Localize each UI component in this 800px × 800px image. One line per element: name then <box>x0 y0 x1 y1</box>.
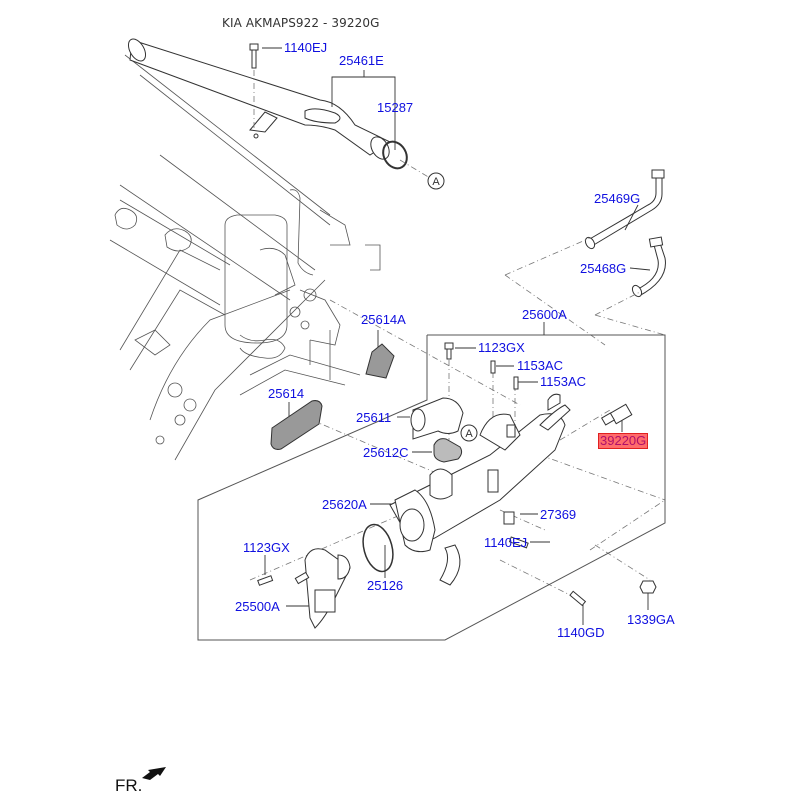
gasket-25614a-illustration <box>365 343 395 379</box>
diagram-title: KIA AKMAPS922 - 39220G <box>222 16 380 30</box>
engine-block-illustration <box>109 54 381 461</box>
part-label-1153ac-1[interactable]: 1153AC <box>517 358 564 373</box>
part-label-39220g-highlighted[interactable]: 39220G <box>598 433 649 449</box>
thermostat-housing-illustration <box>294 548 351 629</box>
assembly-frame <box>197 334 666 641</box>
part-label-1140ej-top[interactable]: 1140EJ <box>284 40 328 55</box>
gasket-25612c-illustration <box>433 438 463 463</box>
part-label-25620a[interactable]: 25620A <box>322 497 367 512</box>
fitting-25611-illustration <box>410 397 464 440</box>
fasteners-illustration <box>257 342 657 607</box>
front-direction-label: FR. <box>115 776 143 795</box>
part-label-25600a[interactable]: 25600A <box>522 307 567 322</box>
part-label-25126[interactable]: 25126 <box>367 578 404 593</box>
part-label-1339ga[interactable]: 1339GA <box>627 612 675 627</box>
label-leaders <box>262 47 651 625</box>
reference-marker-a-top: A <box>427 172 445 190</box>
part-label-25612c[interactable]: 25612C <box>363 445 409 460</box>
o-ring-25126-illustration <box>362 523 394 573</box>
part-label-1153ac-2[interactable]: 1153AC <box>540 374 587 389</box>
sensor-39220g-illustration <box>600 403 633 426</box>
svg-text:A: A <box>432 176 440 188</box>
part-label-25469g[interactable]: 25469G <box>594 191 641 206</box>
part-label-1140gd[interactable]: 1140GD <box>557 625 605 640</box>
part-label-25614a[interactable]: 25614A <box>361 312 406 327</box>
hoses-illustration <box>584 169 666 298</box>
part-label-25611[interactable]: 25611 <box>356 410 392 425</box>
bolt-1140ej-top-illustration <box>249 43 259 69</box>
front-direction-arrow-icon <box>142 767 166 780</box>
part-label-25461e[interactable]: 25461E <box>339 53 384 68</box>
water-inlet-pipe-illustration <box>389 393 571 586</box>
o-ring-15287-illustration <box>382 140 408 170</box>
part-label-15287[interactable]: 15287 <box>377 100 414 115</box>
part-label-1123gx-bottom[interactable]: 1123GX <box>243 540 290 555</box>
part-label-25614[interactable]: 25614 <box>268 386 305 401</box>
svg-text:A: A <box>465 428 473 440</box>
part-label-27369[interactable]: 27369 <box>540 507 577 522</box>
part-label-25468g[interactable]: 25468G <box>580 261 627 276</box>
coolant-pipe-illustration <box>127 38 392 160</box>
part-label-25500a[interactable]: 25500A <box>235 599 280 614</box>
part-label-1123gx-top[interactable]: 1123GX <box>478 340 525 355</box>
gasket-25614-illustration <box>270 400 323 450</box>
reference-marker-a-mid: A <box>460 424 478 442</box>
part-label-1140ej-bottom[interactable]: 1140EJ <box>484 535 528 550</box>
